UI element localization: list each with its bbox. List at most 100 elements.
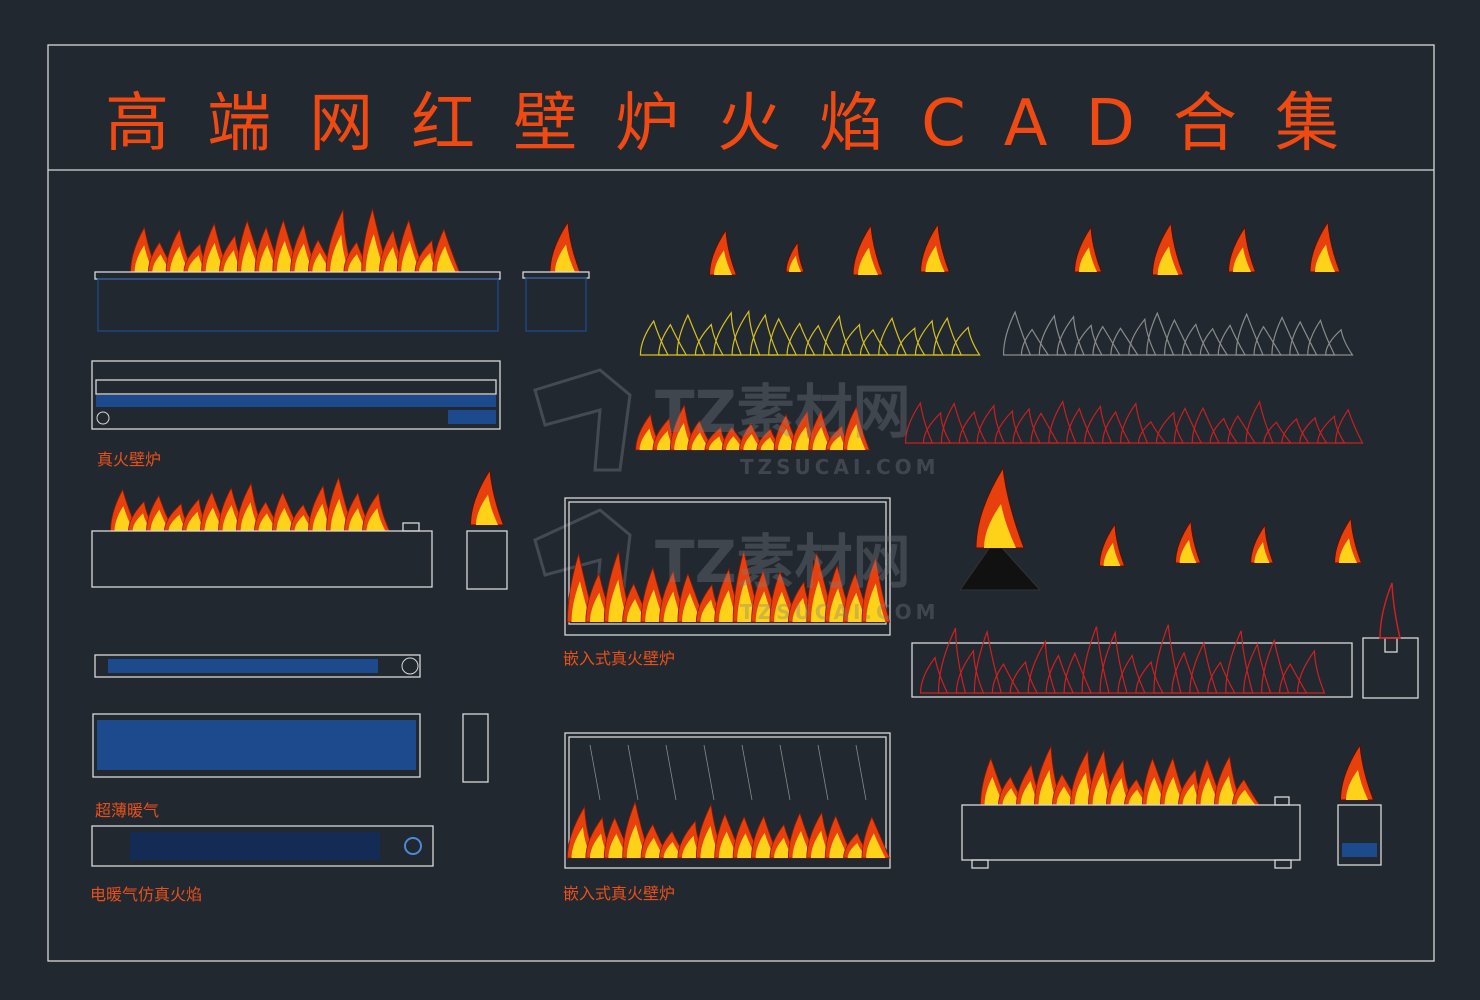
flame-outline	[1155, 411, 1185, 444]
fire-icon-b2	[1174, 519, 1202, 564]
flame-core	[626, 824, 647, 858]
flame-core	[555, 244, 575, 272]
label-built-in-fireplace-2: 嵌入式真火壁炉	[563, 884, 676, 903]
watermark-logo	[533, 368, 632, 472]
flame-outline	[1048, 399, 1077, 444]
bonfire	[959, 539, 1042, 591]
flame-outline-yellow	[639, 309, 981, 356]
electric-heater-grille	[130, 832, 380, 860]
panel-heater-side	[462, 713, 489, 783]
flame-outline	[804, 324, 834, 356]
glass-reflection-line	[779, 744, 791, 801]
flame-core	[866, 833, 886, 858]
flame-core	[1179, 539, 1197, 563]
flame-outline	[1056, 315, 1085, 356]
flame-outline	[694, 323, 724, 356]
flame-core	[1254, 542, 1270, 563]
flame-outline	[1030, 412, 1059, 444]
flame-outline	[1245, 400, 1274, 444]
flame-core	[1346, 769, 1368, 800]
flame-outline	[940, 401, 970, 444]
flame-outline	[1289, 320, 1318, 356]
flame-outline	[1199, 327, 1229, 356]
flame-core	[1233, 247, 1251, 272]
heater-button-2	[1274, 796, 1290, 806]
flame-core	[1164, 776, 1184, 805]
flame-core	[866, 583, 886, 622]
fire-icon-4	[920, 222, 951, 273]
flame-outline	[1181, 323, 1211, 356]
panel-heater	[92, 713, 421, 778]
flame-outline	[749, 313, 779, 356]
flame-outline	[1012, 407, 1041, 444]
heater-side-vent	[1342, 843, 1377, 857]
glass-reflection-line	[703, 744, 715, 801]
fireplace-band	[96, 395, 496, 407]
fire-icon-b3	[1250, 523, 1275, 564]
flame-outline	[922, 411, 952, 444]
glass-reflection-line	[589, 744, 601, 801]
flame-core	[829, 832, 849, 858]
knob-icon	[96, 411, 110, 425]
label-electric-heater: 电暖气仿真火焰	[90, 885, 203, 904]
flame-outline	[1110, 327, 1139, 356]
flame-core	[1110, 778, 1130, 805]
flame-outline	[1263, 421, 1293, 444]
watermark-domain-2: TZSUCAI.COM	[740, 600, 940, 624]
flame-row-heater	[110, 476, 391, 532]
flame-single-heater-side-2	[1339, 743, 1375, 801]
flame-outline	[904, 401, 934, 444]
fire-icon-6	[1151, 221, 1185, 276]
flame-core	[436, 246, 456, 272]
flame-outline	[1092, 325, 1121, 356]
slim-heater	[94, 654, 421, 678]
flame-outline	[991, 662, 1021, 694]
flame-outline-red-large	[919, 624, 1326, 694]
flame-core	[476, 494, 498, 525]
flame-outline	[1227, 414, 1257, 444]
flame-outline	[1099, 630, 1128, 694]
flame-outline	[1207, 661, 1236, 694]
fire-icon-b4	[1333, 516, 1363, 564]
flame-outline	[1137, 420, 1167, 444]
flame-outline	[1191, 406, 1221, 444]
flame-outline	[1153, 624, 1182, 694]
flame-core	[330, 234, 349, 272]
heater-side-body-2	[1337, 804, 1382, 866]
flame-outline	[1084, 404, 1113, 444]
fireplace-slot	[95, 379, 497, 395]
flame-outline	[1261, 638, 1290, 694]
flame-outline	[1002, 310, 1032, 356]
flame-core	[330, 498, 350, 531]
flame-outline	[1119, 401, 1149, 444]
burner-side-body	[525, 277, 587, 332]
flame-core	[1339, 538, 1357, 563]
flame-core	[1079, 247, 1097, 272]
flame-core	[401, 240, 420, 272]
glass-reflection-line	[665, 744, 677, 801]
fireplace-front	[91, 360, 501, 430]
burner-side-top	[522, 271, 590, 279]
watermark-brand: TZ素材网	[655, 378, 911, 446]
flame-core	[366, 508, 386, 531]
flame-outline	[1081, 626, 1110, 694]
flame-outline	[1243, 642, 1272, 694]
fire-icon-7	[1227, 225, 1257, 273]
flame-outline	[1027, 639, 1057, 694]
flame-core	[691, 432, 710, 450]
watermark-brand-2: TZ素材网	[655, 528, 911, 596]
flame-core	[714, 250, 732, 275]
flame-outline	[1128, 317, 1157, 356]
flame-core	[114, 506, 134, 531]
flame-outline	[1325, 328, 1354, 356]
flame-row-real-fire	[130, 207, 461, 273]
flame-outline	[937, 627, 967, 694]
built-in-glass-1	[568, 501, 887, 625]
flame-core	[608, 579, 628, 622]
slim-heater-knob-icon	[401, 657, 419, 675]
built-in-fireplace-2	[564, 732, 891, 869]
glass-reflection-line	[741, 744, 753, 801]
flame-outline	[1271, 316, 1300, 356]
flame-outline	[841, 323, 871, 356]
